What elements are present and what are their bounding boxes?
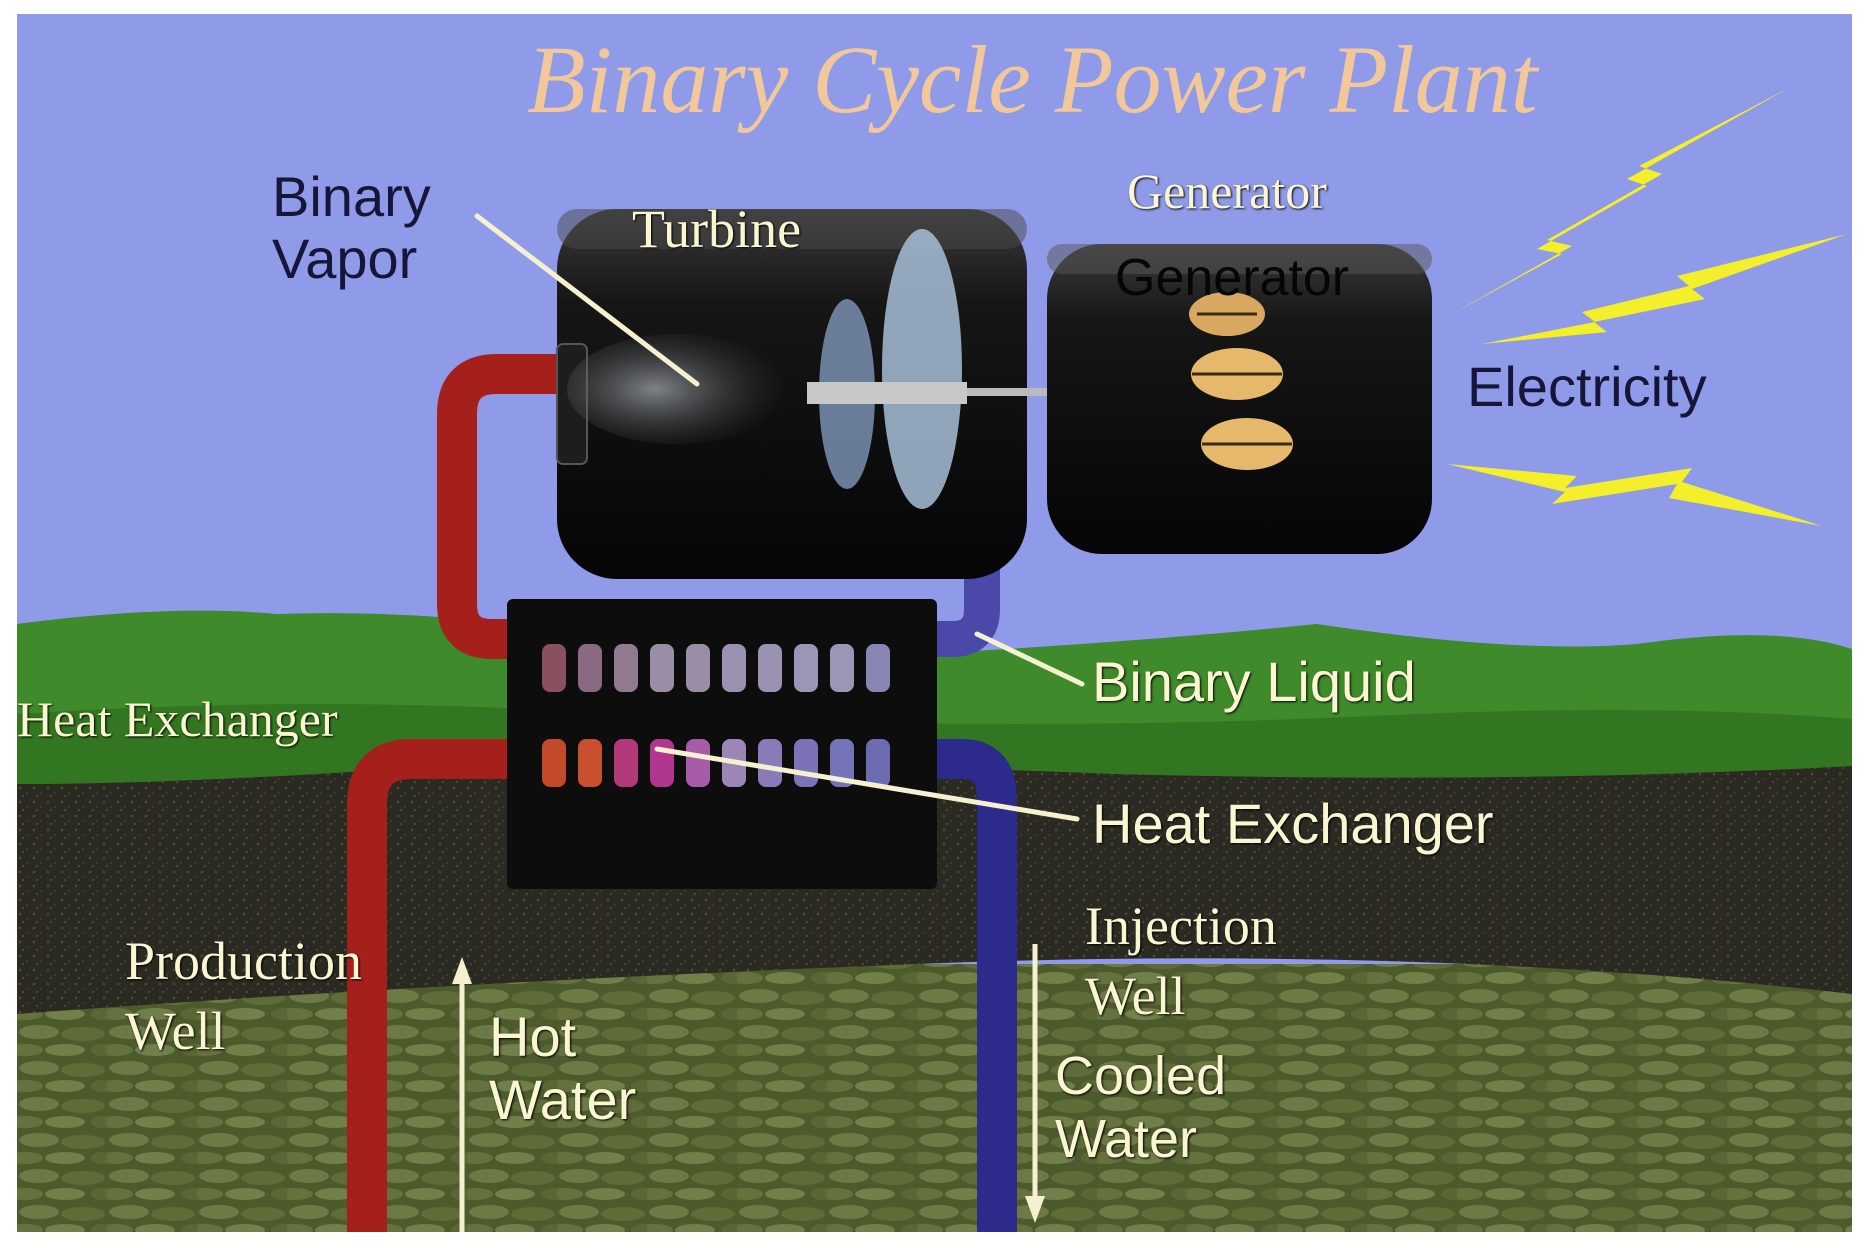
- diagram-canvas: Binary Cycle Power Plant Binary Vapor Tu…: [17, 14, 1852, 1232]
- scene-illustration: [17, 14, 1852, 1232]
- heat-exchanger-right-label: Heat Exchanger: [1092, 792, 1494, 855]
- cooled-water-pipe: [925, 739, 1017, 1232]
- page-title: Binary Cycle Power Plant: [527, 26, 1538, 133]
- generator-coils: [1189, 292, 1293, 470]
- hot-water-label-line2: Water: [489, 1068, 637, 1131]
- cooled-water-arrow: [1025, 944, 1045, 1223]
- turbine-drum: [556, 209, 1057, 579]
- generator-shadow-label: Generator: [1115, 249, 1350, 307]
- hot-water-pipe: [347, 739, 522, 1232]
- turbine-label: Turbine: [632, 199, 802, 259]
- binary-vapor-label-line2: Vapor: [272, 227, 418, 290]
- cooled-water-label-line1: Cooled: [1055, 1046, 1227, 1106]
- binary-liquid-label: Binary Liquid: [1092, 650, 1416, 713]
- heat-exchanger-left-label: Heat Exchanger: [17, 691, 338, 747]
- hot-water-label-line1: Hot: [489, 1005, 577, 1068]
- binary-vapor-label-line1: Binary: [272, 165, 431, 228]
- generator-label: Generator: [1127, 163, 1327, 219]
- production-well-label-line2: Well: [125, 1001, 226, 1061]
- hot-water-arrow: [452, 957, 472, 1232]
- electricity-label: Electricity: [1467, 355, 1707, 418]
- injection-well-label-line1: Injection: [1085, 896, 1277, 956]
- electricity-bolts: [1447, 89, 1847, 526]
- production-well-label-line1: Production: [125, 931, 362, 991]
- injection-well-label-line2: Well: [1085, 966, 1186, 1026]
- rock-layer: [17, 964, 1852, 1232]
- heat-exchanger-coils-upper: [542, 644, 890, 692]
- generator-drum: [1047, 244, 1432, 554]
- binary-liquid-pipe: [925, 539, 1000, 657]
- leader-lines: [474, 213, 1085, 822]
- turbine-blades: [807, 229, 1057, 509]
- cooled-water-label-line2: Water: [1055, 1109, 1198, 1169]
- binary-vapor-pipe: [437, 354, 557, 659]
